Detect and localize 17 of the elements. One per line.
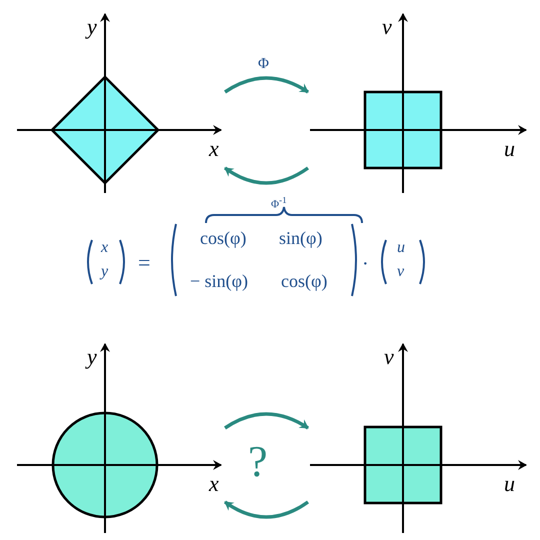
- curved-arrow: [224, 412, 309, 430]
- question-mark: ?: [248, 440, 268, 484]
- brace-label: Φ$^{-1}$: [271, 196, 287, 211]
- formula-term: − sin(φ): [190, 272, 248, 290]
- edge-label: Φ: [258, 57, 269, 72]
- formula-term: sin(φ): [279, 229, 322, 247]
- formula-term: u: [397, 240, 405, 256]
- curved-arrow: [224, 500, 309, 519]
- formula-term: y: [101, 264, 108, 280]
- formula-term: x: [101, 240, 108, 256]
- formula-term: cos(φ): [200, 229, 246, 247]
- formula-term: =: [138, 252, 150, 274]
- formula-term: v: [397, 264, 404, 280]
- formula-term: ·: [362, 254, 369, 274]
- curved-arrow: [224, 166, 309, 185]
- formula-term: cos(φ): [281, 272, 328, 290]
- curved-arrow: [224, 76, 309, 94]
